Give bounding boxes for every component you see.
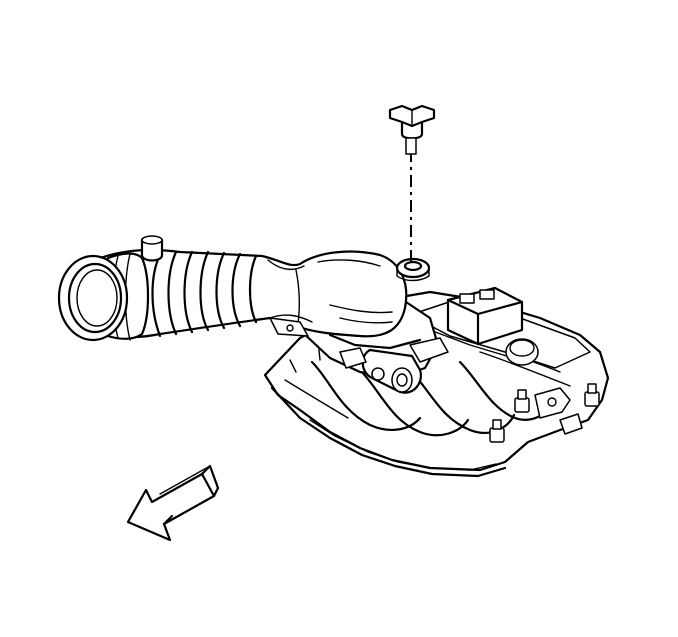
sensor-connector <box>446 286 524 346</box>
fastener-bolt <box>388 104 436 155</box>
mounting-bolt <box>489 419 505 443</box>
direction-arrow <box>126 464 220 542</box>
air-intake-duct <box>57 235 408 342</box>
mounting-bolt <box>395 257 431 282</box>
mounting-bolt <box>514 389 530 413</box>
mounting-bolt <box>584 383 600 407</box>
